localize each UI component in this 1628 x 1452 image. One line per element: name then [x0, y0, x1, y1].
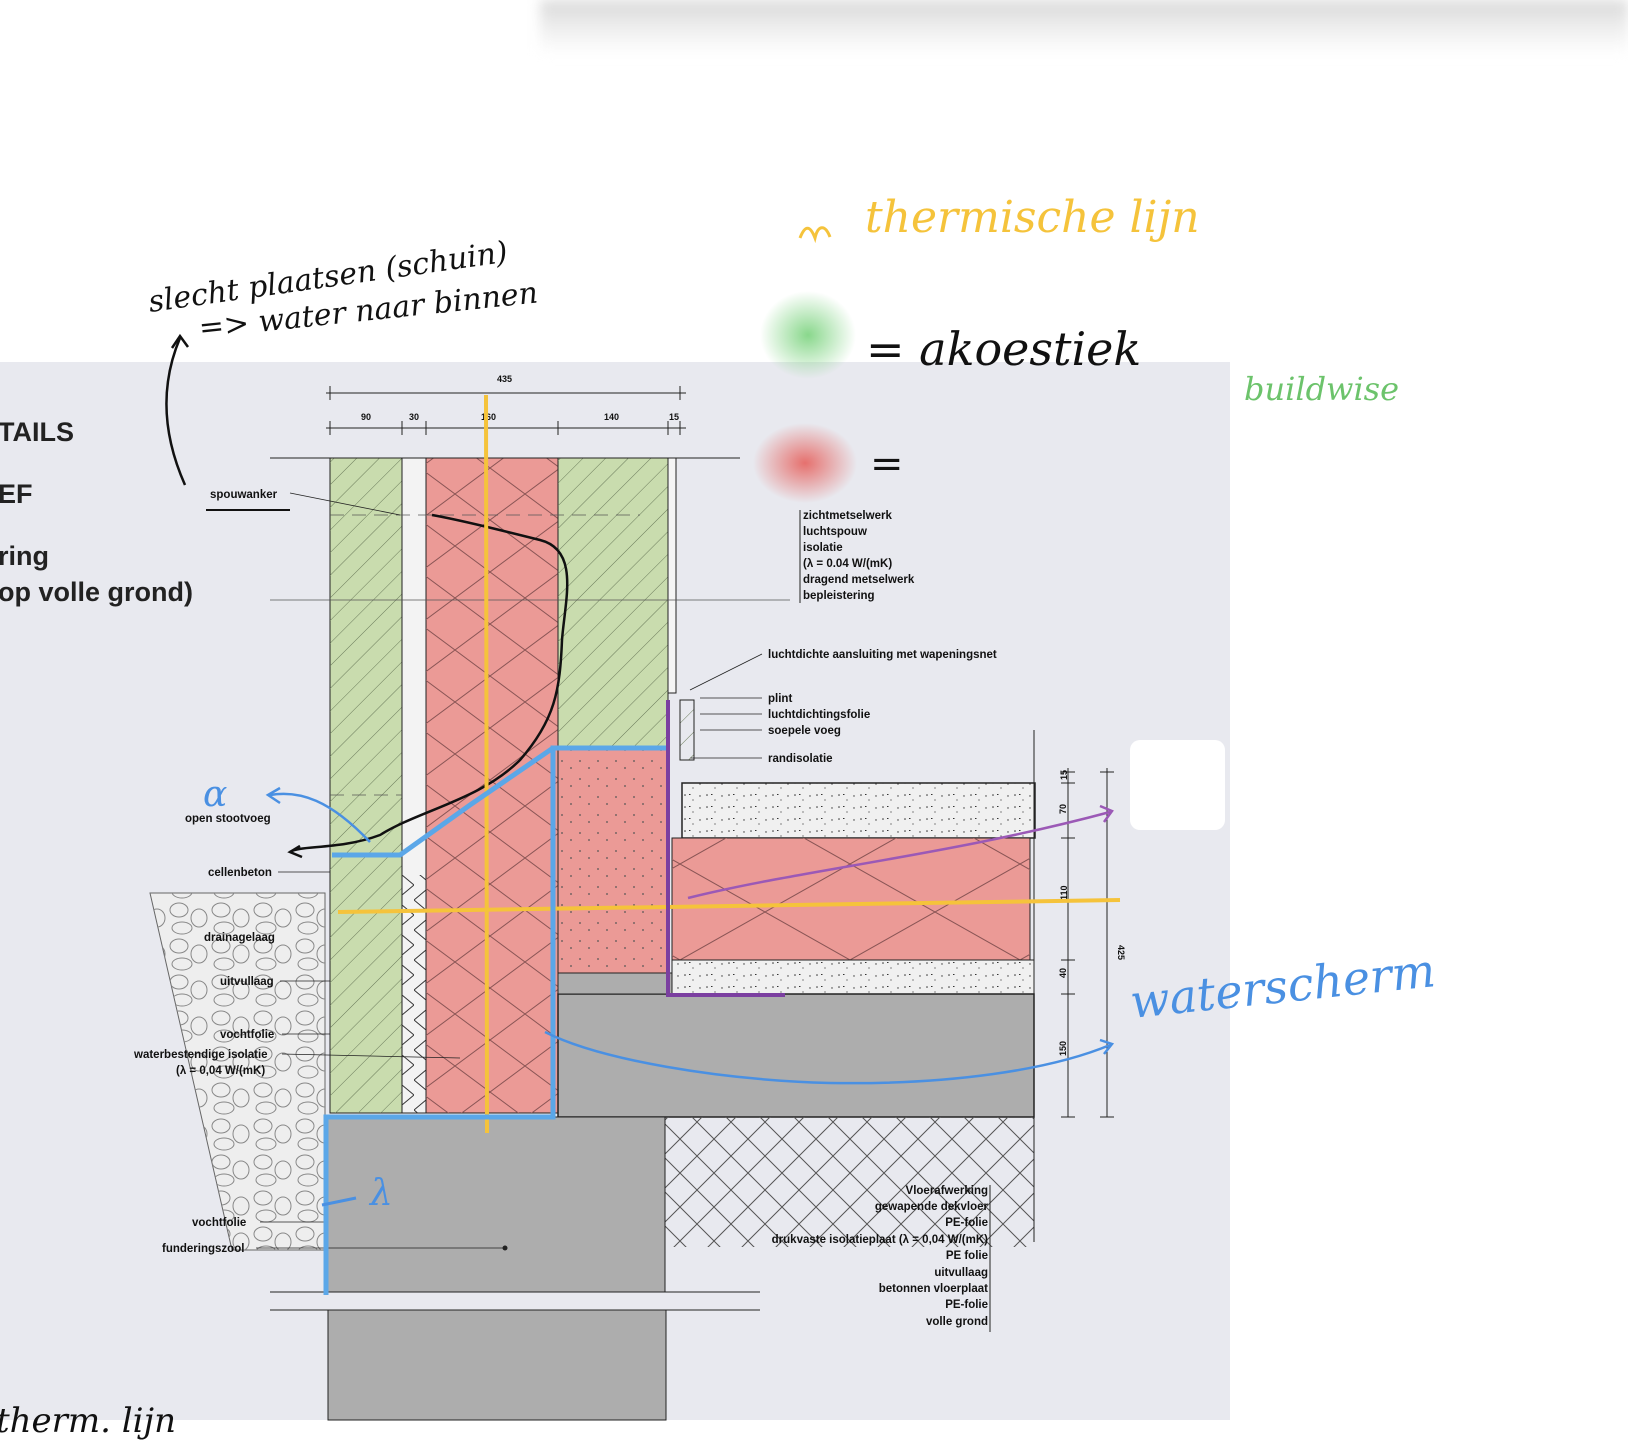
label-vochtfolie-2: vochtfolie — [192, 1217, 246, 1229]
top-shadow — [540, 0, 1628, 55]
dim-part-5: 15 — [669, 412, 679, 422]
floor-label-list: Vloerafwerking gewapende dekvloer PE-fol… — [772, 1185, 989, 1328]
buildwise-text: buildwise — [1244, 370, 1399, 408]
foundation-below — [327, 1309, 667, 1421]
acoustic-legend-text: = akoestiek — [866, 322, 1141, 376]
plaster — [667, 457, 677, 694]
plinth-detail — [679, 699, 695, 761]
label-wall-5: dragend metselwerk — [803, 574, 915, 586]
label-funderingszool: funderingszool — [162, 1243, 244, 1255]
levelling-layer-texture — [672, 960, 1034, 994]
dim-right-total: 425 — [1116, 945, 1126, 960]
label-wall-2: luchtspouw — [803, 526, 867, 538]
label-floor-2: gewapende dekvloer — [875, 1201, 989, 1213]
dim-right-2: 70 — [1058, 804, 1068, 814]
label-vochtfolie: vochtfolie — [220, 1029, 274, 1041]
dim-right-4: 40 — [1058, 968, 1068, 978]
vapor-barrier — [666, 700, 785, 997]
waterscherm-arrow — [544, 1030, 1111, 1085]
alpha-arrow — [269, 792, 371, 843]
right-label-leaders — [690, 697, 762, 759]
label-wall-1: zichtmetselwerk — [803, 510, 892, 522]
lambda-hand-text: λ — [368, 1173, 393, 1214]
label-floor-6: uitvullaag — [934, 1267, 988, 1279]
wall-label-list: zichtmetselwerk luchtspouw isolatie (λ =… — [803, 510, 915, 602]
label-floor-1: Vloerafwerking — [906, 1185, 988, 1197]
dim-total-top: 435 — [497, 374, 512, 384]
erased-patch — [1130, 740, 1225, 830]
label-floor-9: volle grond — [926, 1316, 988, 1328]
thermal-legend-text: thermische lijn — [865, 192, 1200, 243]
label-wall-6: bepleistering — [803, 590, 875, 602]
cavity-fill-zigzag — [402, 875, 426, 1113]
label-spouwanker: spouwanker — [210, 489, 278, 501]
floor-screed-texture — [682, 783, 1035, 838]
dim-right-1: 15 — [1059, 770, 1069, 780]
thermal-legend-squiggle — [798, 226, 832, 244]
vapor-arrowhead — [1099, 804, 1114, 823]
title-line-4: op volle grond) — [0, 577, 193, 607]
inner-brick-hatch — [558, 458, 668, 748]
label-floor-8: PE-folie — [945, 1299, 988, 1311]
outer-brick-hatch — [330, 458, 402, 1113]
label-cellenbeton: cellenbeton — [208, 867, 272, 879]
label-luchtdichte: luchtdichte aansluiting met wapeningsnet — [768, 649, 997, 661]
concrete-floor-slab — [557, 993, 1035, 1118]
label-randisolatie: randisolatie — [768, 753, 833, 765]
red-swatch — [753, 423, 857, 503]
title-line-1: TAILS — [0, 417, 74, 447]
label-waterbestendige-isolatie: waterbestendige isolatie — [133, 1049, 268, 1061]
label-lambda-left: (λ = 0,04 W/(mK) — [176, 1065, 265, 1077]
label-floor-7: betonnen vloerplaat — [879, 1283, 988, 1295]
label-wall-3: isolatie — [803, 542, 843, 554]
drainage-gravel-texture — [150, 893, 325, 1250]
hand-note-arrow — [165, 337, 187, 486]
label-open-stootvoeg: open stootvoeg — [185, 813, 271, 825]
cellular-concrete-dots — [558, 748, 668, 973]
slab-edge — [557, 972, 673, 995]
waterbest-leader — [281, 1053, 461, 1059]
cavity-insulation-cross — [426, 458, 558, 1113]
acoustic-swatch — [760, 291, 856, 379]
alpha-arrowhead — [265, 786, 281, 805]
label-soepele-voeg: soepele voeg — [768, 725, 841, 737]
water-barrier-outline — [323, 745, 668, 1295]
dim-right-3: 110 — [1059, 885, 1069, 900]
dim-part-4: 140 — [604, 412, 619, 422]
dim-ticks-right — [1061, 771, 1114, 1118]
dim-part-1: 90 — [361, 412, 371, 422]
label-wall-4: (λ = 0.04 W/(mK) — [803, 558, 892, 570]
floor-insulation-cross — [672, 838, 1030, 960]
title-line-3: ring — [0, 541, 49, 571]
label-floor-3: PE-folie — [945, 1217, 988, 1229]
label-uitvullaag: uitvullaag — [220, 976, 274, 988]
hand-black-curve — [289, 513, 569, 854]
soil-hatch — [664, 1117, 1034, 1247]
funderingszool-dot — [502, 1245, 508, 1251]
label-drainagelaag: drainagelaag — [204, 932, 275, 944]
dim-ticks-top — [329, 386, 681, 435]
red-legend-text: = — [870, 441, 904, 487]
hand-note-arrowhead — [170, 333, 190, 349]
label-floor-4: drukvaste isolatieplaat (λ = 0,04 W/(mK) — [772, 1234, 989, 1246]
label-plint: plint — [768, 693, 792, 705]
lambda-tick — [321, 1196, 357, 1207]
waterscherm-arrowhead — [1099, 1038, 1115, 1055]
dim-right-5: 150 — [1058, 1041, 1068, 1056]
alpha-text: α — [203, 774, 227, 815]
label-luchtdichtingsfolie: luchtdichtingsfolie — [768, 709, 870, 721]
vapor-arrow — [687, 810, 1111, 900]
hand-black-arrowhead — [287, 844, 303, 859]
spouwanker-leader — [289, 492, 401, 516]
dim-part-2: 30 — [409, 412, 419, 422]
title-line-2: EF — [0, 479, 33, 509]
luchtdichte-leader — [689, 653, 763, 691]
thermal-line-vertical — [484, 394, 489, 1134]
dim-part-3: 160 — [481, 412, 496, 422]
water-barrier-slope — [332, 745, 555, 858]
bottom-note-text: therm. lijn — [0, 1401, 176, 1441]
label-floor-5: PE folie — [946, 1250, 988, 1262]
